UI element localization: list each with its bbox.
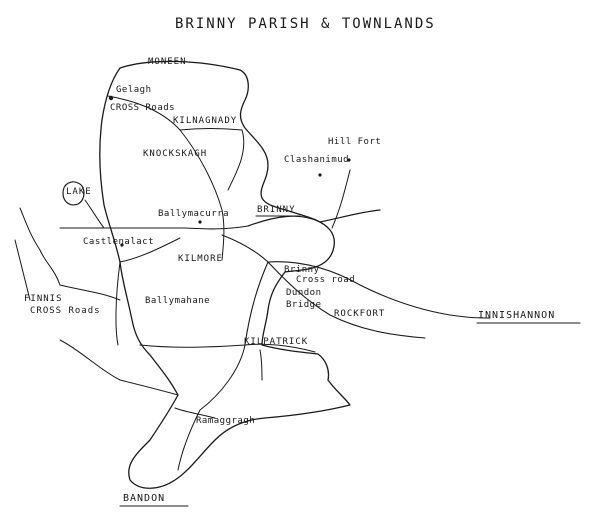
clashanimud-dot	[318, 173, 322, 177]
place-clashanimud: Clashanimud	[284, 155, 350, 165]
gelagh-dot	[108, 95, 114, 101]
road-ramaggragh	[174, 407, 216, 419]
place-kilpatrick: KILPATRICK	[244, 337, 309, 347]
road-to-kilpatrick	[244, 261, 269, 346]
castlenalact-dot	[120, 243, 124, 247]
place-ramaggragh: Ramaggragh	[196, 416, 256, 426]
road-central-west	[115, 237, 181, 346]
road-lake	[84, 199, 105, 229]
place-brinny-cross-road-line1: Brinny	[284, 265, 320, 275]
road-south-stub	[259, 349, 263, 381]
place-finnis: FINNIS	[24, 294, 63, 304]
road-west-main	[59, 225, 249, 230]
parish-boundary	[99, 60, 351, 489]
place-kilmore: KILMORE	[178, 254, 223, 264]
place-bandon: BANDON	[123, 493, 166, 504]
place-knocksknagh: KNOCKSKAGH	[143, 149, 208, 159]
hill-fort-dot	[347, 158, 351, 162]
place-dundon-line1: Dundon	[286, 288, 322, 298]
road-brinny-east	[247, 209, 381, 227]
place-brinny: BRINNY	[257, 205, 296, 215]
place-cross-roads-west: CROSS Roads	[30, 306, 101, 316]
road-north	[107, 95, 225, 261]
place-dundon-line2: Bridge	[286, 300, 322, 310]
road-kilnagnady	[179, 128, 245, 191]
road-finnis-west	[19, 207, 121, 301]
place-rockfort: ROCKFORT	[334, 309, 386, 319]
place-lake: LAKE	[66, 187, 92, 197]
place-kilnagnady: KILNAGNADY	[173, 116, 238, 126]
place-hill-fort: Hill Fort	[328, 137, 382, 147]
road-east-long	[267, 261, 491, 319]
road-ne-diagonal	[221, 234, 426, 339]
road-south-west	[59, 339, 179, 396]
place-innishannon: INNISHANNON	[478, 310, 556, 321]
place-brinny-cross-road-line2: Cross road	[296, 275, 356, 285]
place-ballymahane: Ballymahane	[145, 296, 211, 306]
place-castlenalact: Castlenalact	[83, 237, 155, 247]
map-title: BRINNY PARISH & TOWNLANDS	[175, 16, 436, 32]
ballymacurra-dot	[198, 220, 202, 224]
road-clashanimud	[331, 169, 351, 229]
place-cross-roads-north: CROSS Roads	[110, 103, 176, 113]
lake-outline	[62, 181, 85, 206]
road-south-central	[177, 344, 246, 471]
road-west-edge	[14, 239, 31, 301]
place-moneen: MONEEN	[148, 57, 187, 67]
place-gelagh: Gelagh	[116, 85, 152, 95]
place-ballymacurra: Ballymacurra	[158, 209, 230, 219]
